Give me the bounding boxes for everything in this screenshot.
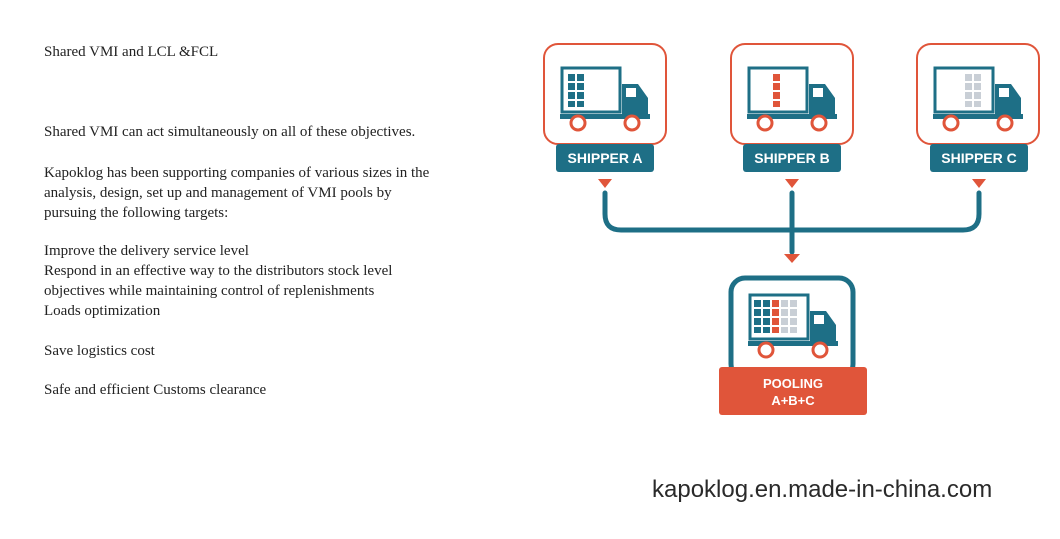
pooling-sublabel: A+B+C <box>771 393 815 408</box>
arrow-down-icon <box>598 179 612 188</box>
pooling-label-box <box>719 367 867 415</box>
shipper-b-label: SHIPPER B <box>754 150 829 166</box>
paragraph-line-2: analysis, design, set up and management … <box>44 185 392 201</box>
target-line-4: Loads optimization <box>44 303 161 319</box>
target-line-3: objectives while maintaining control of … <box>44 283 375 299</box>
target-line-1: Improve the delivery service level <box>44 243 249 259</box>
shipper-b-node: SHIPPER B <box>730 43 854 188</box>
connector-lines <box>602 190 982 255</box>
shipper-a-node: SHIPPER A <box>543 43 667 188</box>
arrow-down-icon <box>972 179 986 188</box>
arrow-down-icon <box>785 179 799 188</box>
shipper-a-label-box <box>556 144 654 172</box>
pooling-label: POOLING <box>763 376 823 391</box>
slide-title: Shared VMI and LCL &FCL <box>44 44 219 60</box>
shipper-b-label-box <box>743 144 841 172</box>
shipper-a-label: SHIPPER A <box>568 150 643 166</box>
pooling-node: POOLING A+B+C <box>719 275 867 415</box>
shipper-c-label: SHIPPER C <box>941 150 1016 166</box>
cargo-blocks <box>965 74 981 107</box>
customs-text: Safe and efficient Customs clearance <box>44 382 267 398</box>
website-url: kapoklog.en.made-in-china.com <box>652 476 993 503</box>
target-line-2: Respond in an effective way to the distr… <box>44 263 393 279</box>
shipper-c-label-box <box>930 144 1028 172</box>
cargo-blocks <box>773 74 780 107</box>
cost-text: Save logistics cost <box>44 343 155 359</box>
cargo-blocks <box>568 74 584 107</box>
paragraph-line-1: Kapoklog has been supporting companies o… <box>44 165 430 181</box>
intro-text: Shared VMI can act simultaneously on all… <box>44 124 416 140</box>
paragraph-line-3: pursuing the following targets: <box>44 205 229 221</box>
cargo-blocks <box>754 300 797 333</box>
arrow-down-icon <box>784 254 800 263</box>
shipper-c-node: SHIPPER C <box>916 43 1040 188</box>
